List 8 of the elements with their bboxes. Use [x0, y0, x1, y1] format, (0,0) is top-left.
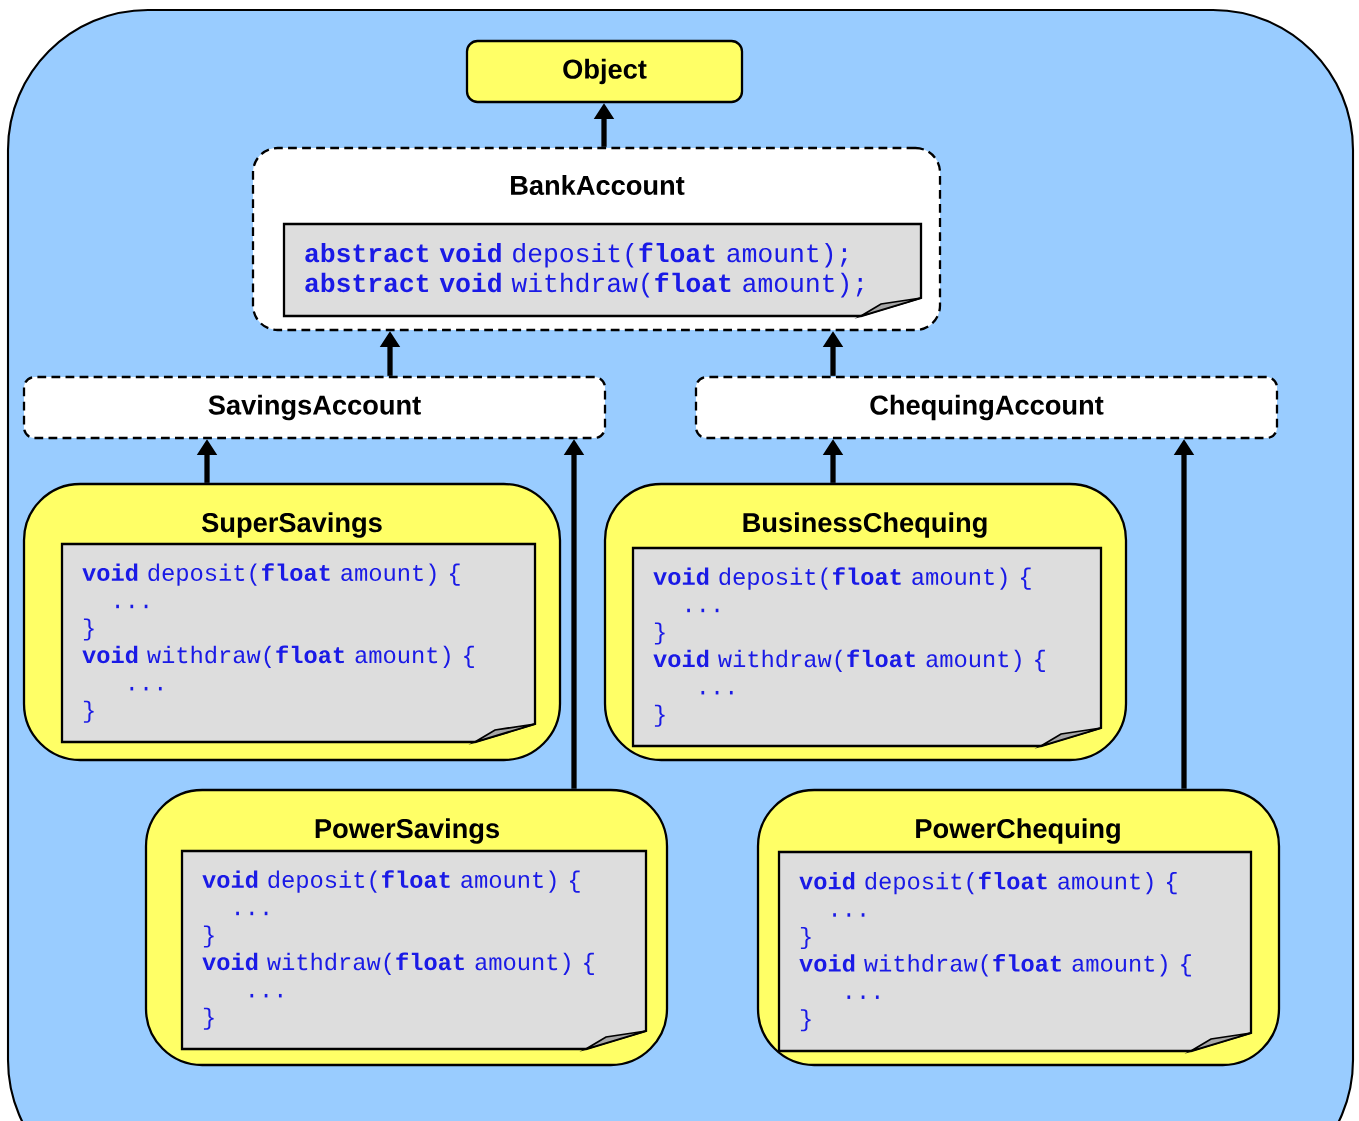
class-box: Object [465, 39, 744, 104]
code-note: void deposit(float amount) { ... } void withdraw(float amount) { ... } [60, 542, 537, 745]
code-note: abstract void deposit(float amount); abstract void withdraw(float amount); [282, 222, 923, 319]
code-note: void deposit(float amount) { ... } void withdraw(float amount) { ... } [180, 849, 648, 1052]
class-box: SavingsAccount [22, 375, 607, 440]
class-box: ChequingAccount [694, 375, 1279, 440]
code-note: void deposit(float amount) { ... } void withdraw(float amount) { ... } [777, 850, 1253, 1054]
code-note: void deposit(float amount) { ... } void withdraw(float amount) { ... } [631, 546, 1103, 749]
